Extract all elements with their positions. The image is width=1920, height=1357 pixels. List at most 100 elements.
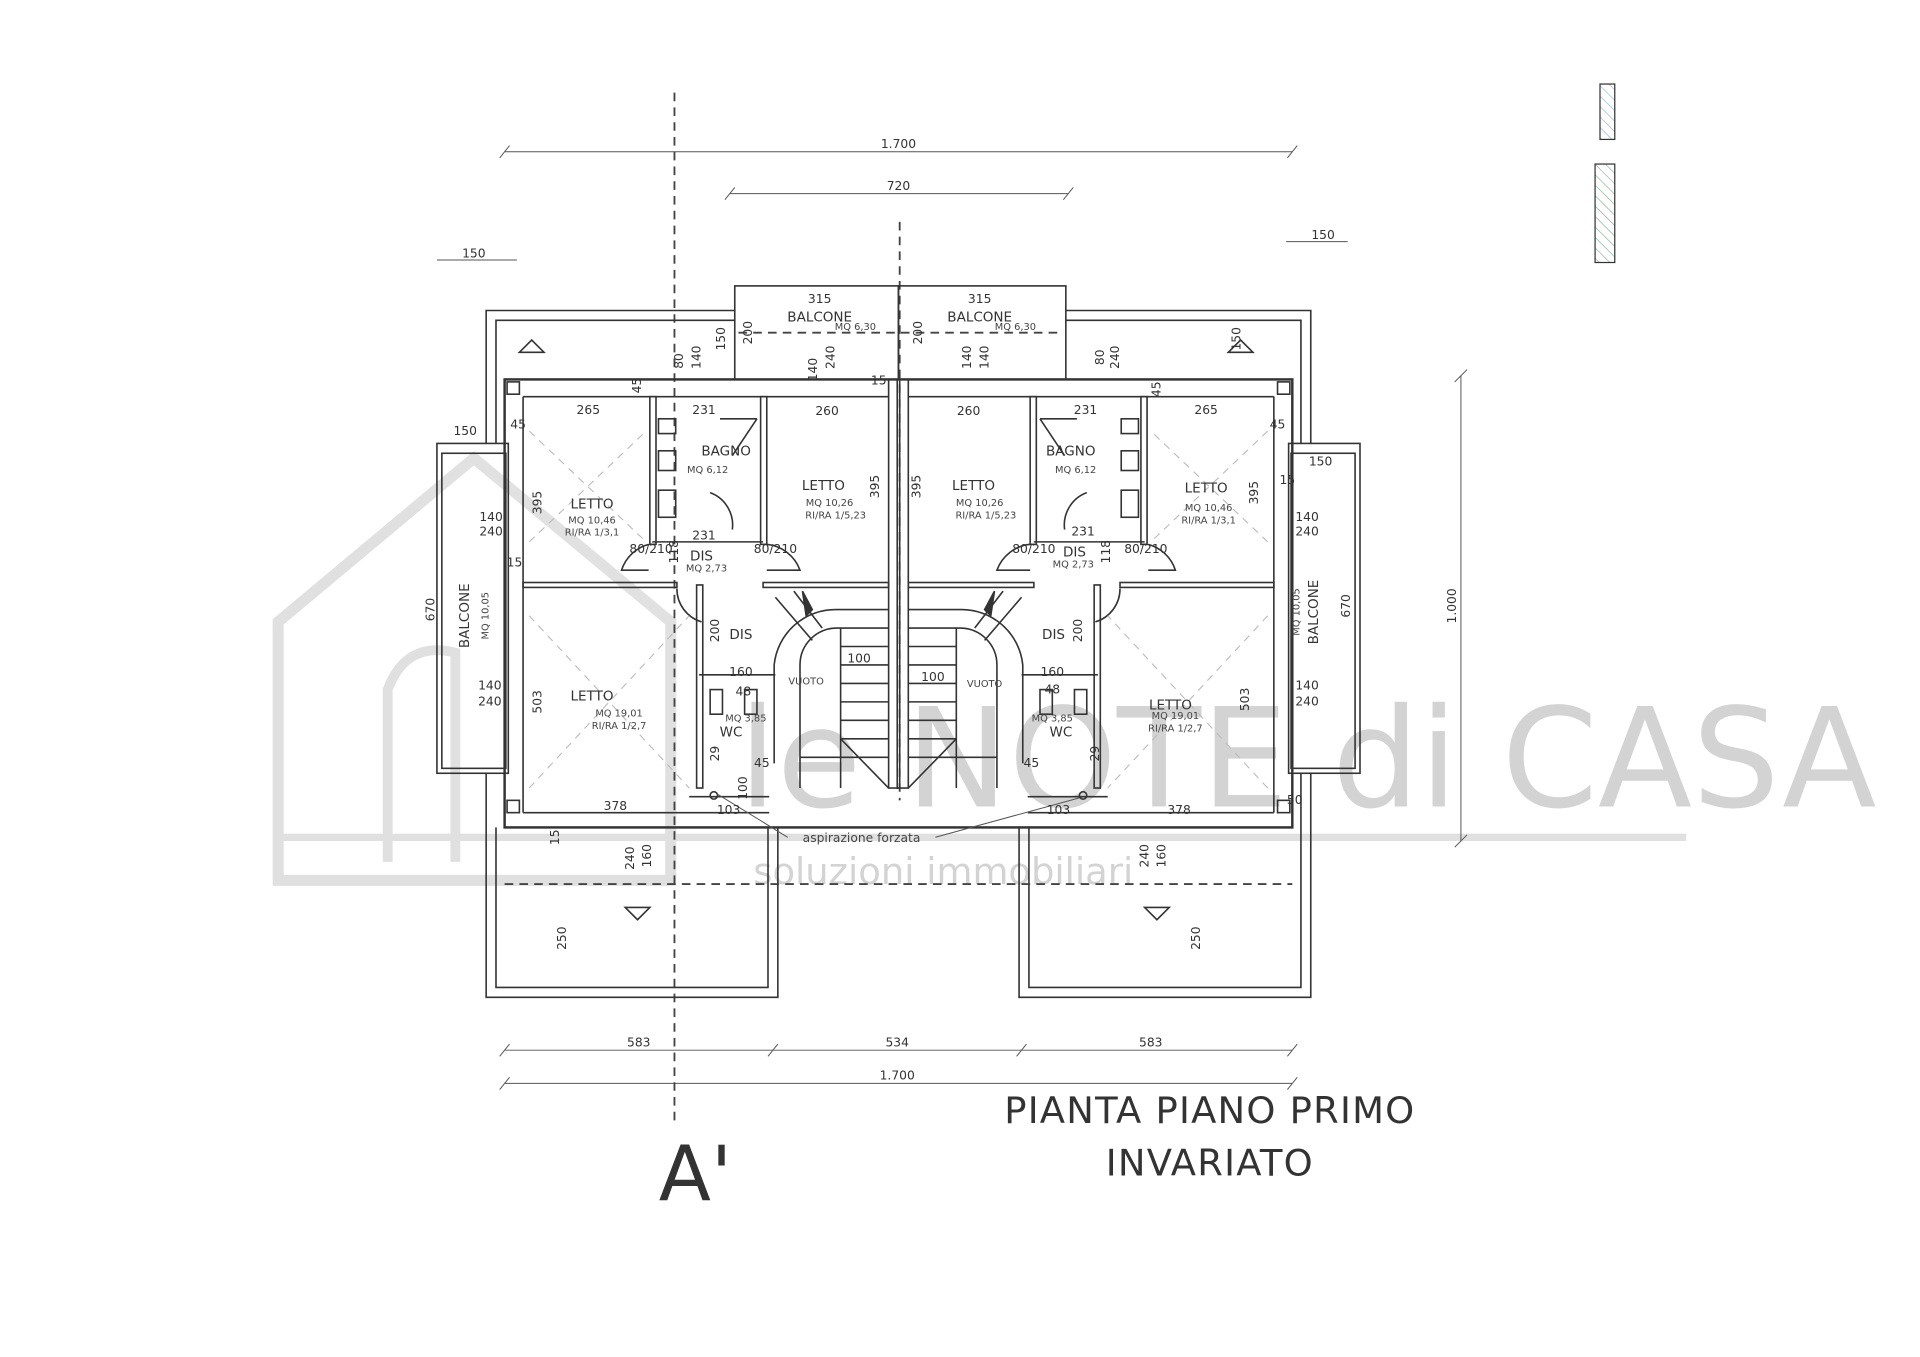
room-area: MQ 10,26 <box>956 498 1003 509</box>
dimension-label: 80/210 <box>629 542 672 556</box>
dim-bottom-total: 1.700 <box>880 1069 915 1083</box>
room-area: MQ 10,05 <box>1292 588 1303 635</box>
dimension-label: 150 <box>1230 327 1244 350</box>
dimension-label: 140 <box>479 510 502 524</box>
dimension-label: 240 <box>1108 346 1122 369</box>
dimension-label: 50 <box>1287 793 1303 807</box>
room-ratio: RI/RA 1/2,7 <box>1148 723 1203 734</box>
dim-bottom-right: 583 <box>1139 1036 1162 1050</box>
dimension-label: 315 <box>968 292 991 306</box>
dimension-label: 80 <box>672 353 686 369</box>
dimension-label: 140 <box>806 358 820 381</box>
room-area: MQ 2,73 <box>686 563 727 574</box>
room-ratio: RI/RA 1/5,23 <box>955 511 1016 522</box>
room-ratio: RI/RA 1/3,1 <box>565 528 620 539</box>
dimension-label: 45 <box>510 418 526 432</box>
dimension-lines <box>436 145 1468 1090</box>
dimension-label: 240 <box>478 695 501 709</box>
dimension-label: 45 <box>1270 418 1286 432</box>
room-ratio: RI/RA 1/3,1 <box>1181 515 1236 526</box>
dimension-label: 160 <box>640 844 654 867</box>
dimension-label: 140 <box>1295 679 1318 693</box>
room-area: MQ 3,85 <box>725 714 766 725</box>
watermark-tagline: soluzioni immobiliari <box>753 850 1133 893</box>
dimension-label: 80 <box>1093 349 1107 365</box>
room-area: MQ 19,01 <box>595 709 642 720</box>
dimension-label: 140 <box>1295 510 1318 524</box>
room-area: MQ 6,12 <box>687 465 728 476</box>
dimension-label: 15 <box>871 373 887 387</box>
room-name: VUOTO <box>967 679 1003 690</box>
dim-right-overhang: 150 <box>1311 228 1334 242</box>
dimension-label: 260 <box>815 404 838 418</box>
note-aspirazione: aspirazione forzata <box>803 831 921 845</box>
dimension-label: 200 <box>741 321 755 344</box>
watermark-logo <box>272 450 1687 886</box>
dimension-label: 160 <box>1041 665 1064 679</box>
dimension-label: 140 <box>478 679 501 693</box>
dimension-label: 140 <box>960 346 974 369</box>
section-mark: A' <box>659 1129 732 1218</box>
dimension-label: 250 <box>1189 926 1203 949</box>
room-area: MQ 10,46 <box>1185 503 1232 514</box>
dimension-label: 240 <box>1137 844 1151 867</box>
room-name: DIS <box>729 627 752 643</box>
dimension-label: 503 <box>1238 688 1252 711</box>
dimension-label: 240 <box>1295 695 1318 709</box>
room-area: MQ 6,30 <box>835 322 876 333</box>
room-name: BAGNO <box>1046 444 1096 460</box>
dimension-label: 231 <box>692 528 715 542</box>
dimension-label: 100 <box>921 670 944 684</box>
dimension-label: 15 <box>548 829 562 845</box>
dimension-label: 80/210 <box>754 542 797 556</box>
room-name: BALCONE <box>787 310 852 326</box>
room-name: VUOTO <box>788 677 824 688</box>
rooms-left: LETTO MQ 10,46 RI/RA 1/3,1 BAGNO MQ 6,12… <box>457 310 876 741</box>
dimension-label: 240 <box>623 846 637 869</box>
dimension-label: 45 <box>1024 756 1040 770</box>
dim-top-total: 1.700 <box>881 137 916 151</box>
dimension-label: 80/210 <box>1124 542 1167 556</box>
dimension-label: 15 <box>1280 473 1296 487</box>
rooms-right: LETTO MQ 10,26 RI/RA 1/5,23 BAGNO MQ 6,1… <box>947 310 1322 741</box>
dimension-label: 118 <box>667 540 681 563</box>
room-ratio: RI/RA 1/5,23 <box>805 511 866 522</box>
slope-arrow-icon <box>1226 338 1255 354</box>
room-area: MQ 3,85 <box>1032 714 1073 725</box>
dimension-label: 45 <box>754 756 770 770</box>
dim-left-overhang: 150 <box>462 247 485 261</box>
drawing-subtitle: INVARIATO <box>1106 1142 1314 1185</box>
dimension-label: 395 <box>868 475 882 498</box>
outer-outline <box>436 285 1361 999</box>
dimension-label: 80/210 <box>1012 542 1055 556</box>
dimension-label: 265 <box>1194 403 1217 417</box>
dimension-label: 103 <box>717 803 740 817</box>
drawing-title: PIANTA PIANO PRIMO <box>1004 1089 1415 1132</box>
dimension-label: 118 <box>1099 540 1113 563</box>
note-leader <box>717 793 1080 838</box>
dimension-label: 150 <box>453 424 476 438</box>
room-name: LETTO <box>802 478 845 494</box>
dimension-label: 240 <box>823 346 837 369</box>
dimension-label: 503 <box>531 690 545 713</box>
dimension-label: 670 <box>1339 594 1353 617</box>
dimension-label: 29 <box>1088 746 1102 762</box>
room-name: DIS <box>1042 627 1065 643</box>
room-name: WC <box>1050 724 1073 740</box>
room-name: WC <box>720 724 743 740</box>
dimension-label: 378 <box>604 799 627 813</box>
room-name: BALCONE <box>1306 580 1322 645</box>
room-name: LETTO <box>1149 697 1192 713</box>
dimension-label: 240 <box>1295 525 1318 539</box>
dimension-label: 140 <box>977 346 991 369</box>
dimension-label: 48 <box>736 685 752 699</box>
dim-bottom-left: 583 <box>627 1036 650 1050</box>
room-area: MQ 10,46 <box>568 515 615 526</box>
dimension-label: 395 <box>531 491 545 514</box>
dim-right-depth: 1.000 <box>1445 588 1459 623</box>
room-name: LETTO <box>571 689 614 705</box>
room-name: BALCONE <box>947 310 1012 326</box>
dimension-label: 200 <box>708 619 722 642</box>
dimension-label: 231 <box>1074 403 1097 417</box>
dimension-label: 160 <box>729 665 752 679</box>
